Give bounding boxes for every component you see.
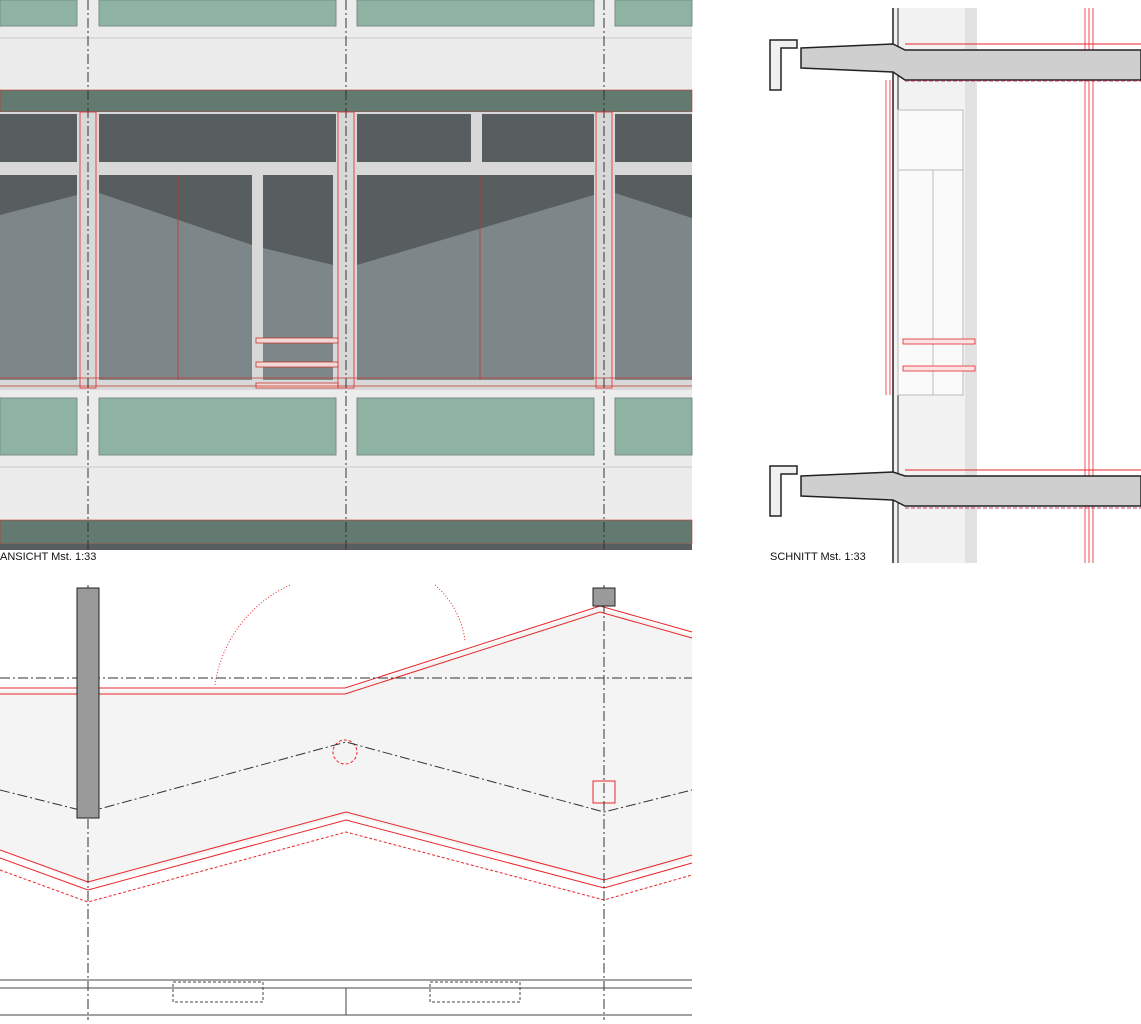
section-label: SCHNITT Mst. 1:33 [770,551,866,563]
facade-outline [0,584,693,903]
column-axes [87,0,605,550]
elevation-label: ANSICHT Mst. 1:33 [0,551,97,563]
section-drawing [769,8,1141,563]
lower-spandrel-panels [0,397,693,456]
plan-drawing [0,584,693,1020]
floor-slab-upper [769,39,1141,91]
upper-spandrel-panels [0,0,693,27]
wall [76,587,100,819]
elevation-drawing [0,0,693,550]
floor-slab-lower [769,465,1141,517]
